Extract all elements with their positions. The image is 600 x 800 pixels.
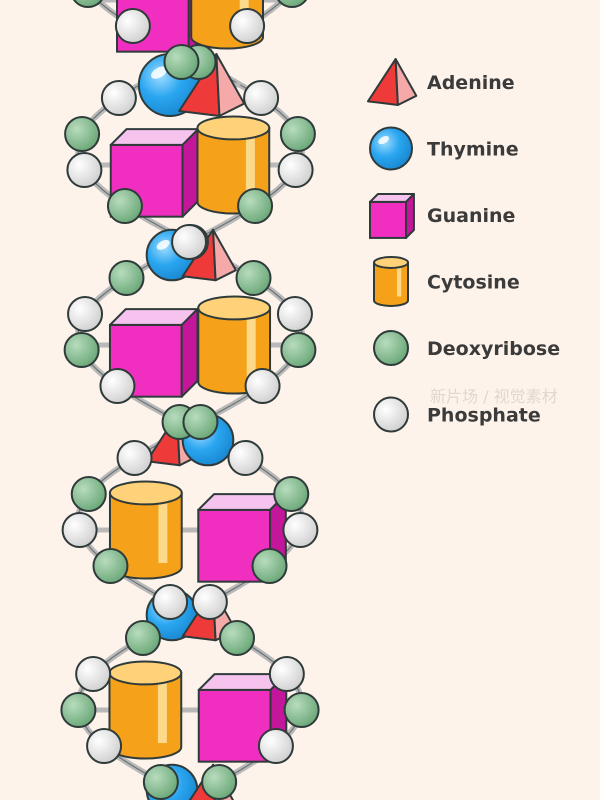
watermark: 新片场 / 视觉素材 bbox=[430, 387, 558, 406]
phosphate-ball bbox=[277, 152, 314, 188]
guanine-base bbox=[108, 308, 199, 398]
phosphate-ball bbox=[116, 440, 153, 476]
legend-label-adenine: Adenine bbox=[427, 72, 515, 94]
phosphate-ball bbox=[66, 152, 103, 188]
phosphate-icon bbox=[373, 396, 409, 433]
legend-item-guanine: Guanine bbox=[369, 193, 515, 239]
deoxyribose-icon bbox=[373, 330, 409, 366]
deoxyribose-ball bbox=[235, 260, 272, 296]
legend-label-deoxyribose: Deoxyribose bbox=[427, 338, 560, 360]
phosphate-ball bbox=[257, 728, 294, 764]
phosphate-ball bbox=[268, 656, 305, 692]
deoxyribose-ball bbox=[63, 332, 100, 368]
phosphate-ball bbox=[244, 368, 281, 404]
deoxyribose-ball bbox=[280, 332, 317, 368]
legend-item-phosphate: Phosphate bbox=[373, 396, 541, 433]
legend-item-cytosine: Cytosine bbox=[373, 256, 520, 307]
phosphate-ball bbox=[227, 440, 264, 476]
legend-label-phosphate: Phosphate bbox=[427, 405, 541, 427]
phosphate-ball bbox=[229, 8, 266, 44]
deoxyribose-ball bbox=[60, 692, 97, 728]
phosphate-ball bbox=[61, 512, 98, 548]
cytosine-base bbox=[108, 660, 183, 760]
deoxyribose-ball bbox=[277, 0, 308, 8]
phosphate-ball bbox=[191, 584, 228, 620]
deoxyribose-ball bbox=[273, 476, 310, 512]
cytosine-base bbox=[108, 480, 183, 580]
phosphate-ball bbox=[171, 224, 208, 260]
deoxyribose-ball bbox=[70, 476, 107, 512]
phosphate-ball bbox=[67, 296, 104, 332]
guanine-icon bbox=[369, 193, 415, 239]
deoxyribose-ball bbox=[72, 0, 103, 8]
backbone-nucleotides bbox=[60, 0, 320, 800]
guanine-base bbox=[109, 128, 200, 218]
legend: AdenineThymineGuanineCytosineDeoxyribose… bbox=[367, 58, 560, 433]
deoxyribose-ball bbox=[106, 188, 143, 224]
deoxyribose-ball bbox=[251, 548, 288, 584]
phosphate-ball bbox=[152, 584, 189, 620]
cytosine-icon bbox=[373, 256, 409, 307]
phosphate-ball bbox=[282, 512, 319, 548]
legend-item-thymine: Thymine bbox=[369, 126, 519, 171]
phosphate-ball bbox=[75, 656, 112, 692]
legend-label-cytosine: Cytosine bbox=[427, 272, 520, 294]
thymine-icon bbox=[369, 126, 413, 171]
phosphate-ball bbox=[243, 80, 280, 116]
deoxyribose-ball bbox=[92, 548, 129, 584]
phosphate-ball bbox=[114, 8, 151, 44]
phosphate-ball bbox=[100, 80, 137, 116]
deoxyribose-ball bbox=[163, 44, 200, 80]
phosphate-ball bbox=[99, 368, 136, 404]
deoxyribose-ball bbox=[237, 188, 274, 224]
phosphate-ball bbox=[276, 296, 313, 332]
phosphate-ball bbox=[86, 728, 123, 764]
deoxyribose-ball bbox=[142, 764, 179, 800]
adenine-icon bbox=[367, 58, 418, 106]
legend-item-deoxyribose: Deoxyribose bbox=[373, 330, 560, 366]
legend-item-adenine: Adenine bbox=[367, 58, 515, 106]
deoxyribose-ball bbox=[64, 116, 101, 152]
deoxyribose-ball bbox=[283, 692, 320, 728]
legend-label-guanine: Guanine bbox=[427, 205, 515, 227]
deoxyribose-ball bbox=[279, 116, 316, 152]
deoxyribose-ball bbox=[218, 620, 255, 656]
deoxyribose-ball bbox=[108, 260, 145, 296]
legend-label-thymine: Thymine bbox=[427, 139, 519, 161]
deoxyribose-ball bbox=[182, 404, 219, 440]
deoxyribose-ball bbox=[125, 620, 162, 656]
deoxyribose-ball bbox=[201, 764, 238, 800]
